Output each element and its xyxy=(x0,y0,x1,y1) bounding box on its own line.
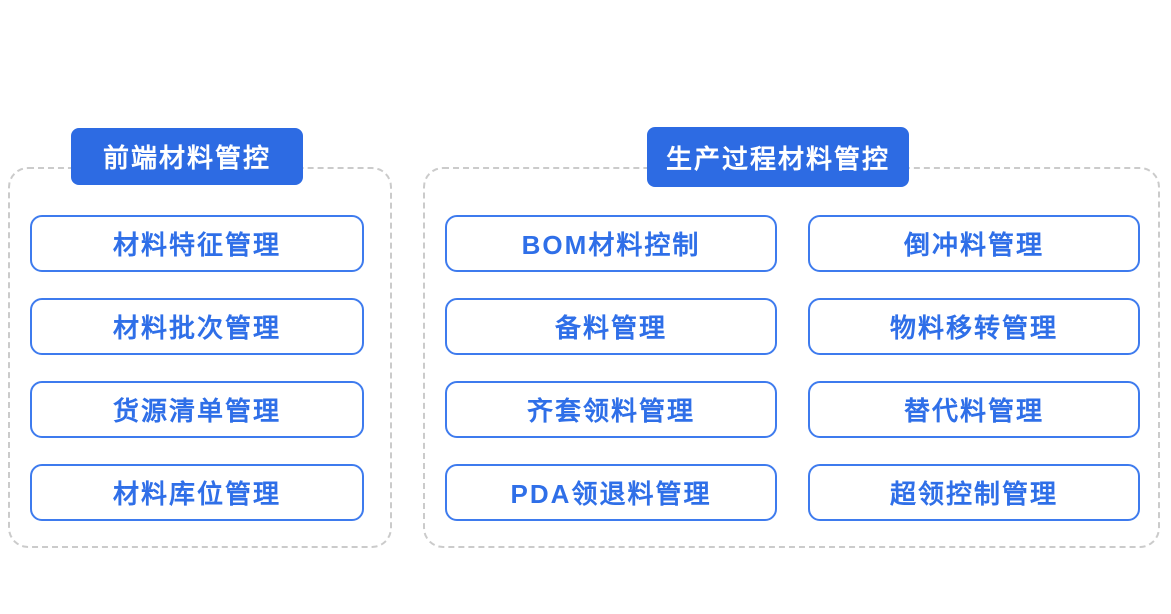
item-material-feature-management: 材料特征管理 xyxy=(30,215,364,272)
group-frontend-material-control: 前端材料管控 材料特征管理 材料批次管理 货源清单管理 材料库位管理 xyxy=(8,128,392,548)
item-material-transfer-management: 物料移转管理 xyxy=(808,298,1140,355)
item-bom-material-control: BOM材料控制 xyxy=(445,215,777,272)
item-material-location-management: 材料库位管理 xyxy=(30,464,364,521)
group-title-badge-frontend: 前端材料管控 xyxy=(71,128,303,185)
item-backflush-material-management: 倒冲料管理 xyxy=(808,215,1140,272)
item-pda-pick-return-management: PDA领退料管理 xyxy=(445,464,777,521)
item-kitting-picking-management: 齐套领料管理 xyxy=(445,381,777,438)
group-title-badge-production: 生产过程材料管控 xyxy=(647,127,909,187)
group-production-process-material-control: 生产过程材料管控 BOM材料控制 倒冲料管理 备料管理 物料移转管理 齐套领料管… xyxy=(423,127,1160,548)
item-material-batch-management: 材料批次管理 xyxy=(30,298,364,355)
group-items-frontend: 材料特征管理 材料批次管理 货源清单管理 材料库位管理 xyxy=(30,215,364,521)
item-material-preparation-management: 备料管理 xyxy=(445,298,777,355)
item-source-list-management: 货源清单管理 xyxy=(30,381,364,438)
item-over-pick-control-management: 超领控制管理 xyxy=(808,464,1140,521)
group-items-production: BOM材料控制 倒冲料管理 备料管理 物料移转管理 齐套领料管理 替代料管理 P… xyxy=(445,215,1140,521)
item-substitute-material-management: 替代料管理 xyxy=(808,381,1140,438)
